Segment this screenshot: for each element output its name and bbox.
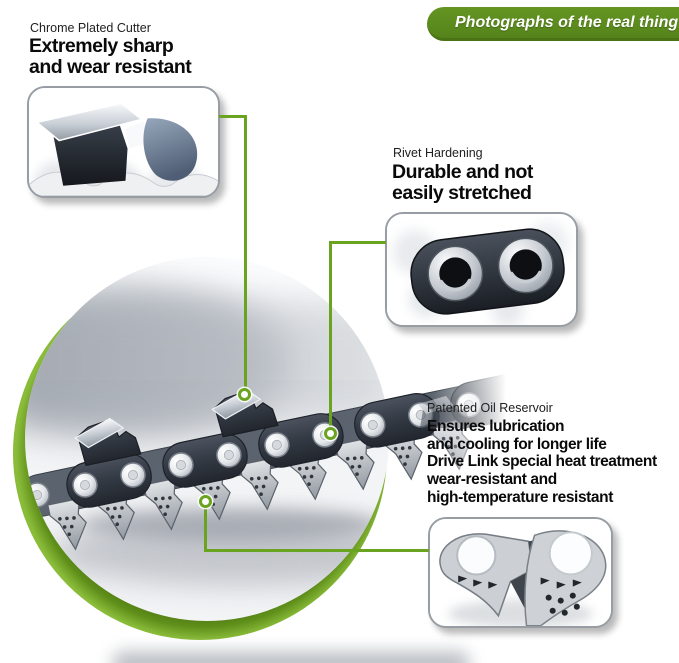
cutter-inset-frame [27, 86, 220, 198]
rivet-callout-label: Rivet Hardening [393, 146, 483, 160]
heading-line: Drive Link special heat treatment [427, 453, 657, 471]
heading-line: wear-resistant and [427, 471, 557, 489]
oil-reservoir-leader-line-vertical [204, 507, 207, 552]
heading-line: high-temperature resistant [427, 488, 613, 506]
heading-line: easily stretched [392, 182, 532, 204]
heading-line: and cooling for longer life [427, 435, 607, 453]
rivet-callout-point-icon [324, 427, 337, 440]
rivet-inset-frame [385, 212, 578, 327]
cutter-leader-line-horizontal [219, 115, 247, 118]
oil-reservoir-callout-point-icon [199, 495, 212, 508]
ribbon-banner: Photographs of the real thing [427, 7, 679, 41]
heading-line: Extremely sharp [29, 35, 174, 57]
oil-reservoir-inset-frame [428, 517, 613, 628]
cutter-inset-photo [29, 88, 218, 196]
heading-line: Ensures lubrication [427, 418, 565, 435]
oil-reservoir-callout-heading: Ensures lubrication and cooling for long… [427, 418, 657, 507]
cutter-callout-heading: Extremely sharp and wear resistant [29, 35, 192, 78]
rivet-leader-line-horizontal [329, 241, 386, 244]
oil-reservoir-leader-line-horizontal [204, 549, 429, 552]
cutter-callout-label: Chrome Plated Cutter [30, 21, 151, 35]
oil-reservoir-callout-label: Patented Oil Reservoir [427, 401, 553, 415]
cutter-leader-line-vertical [244, 115, 247, 390]
ribbon-banner-label: Photographs of the real thing [455, 13, 679, 31]
heading-line: Durable and not [392, 161, 533, 183]
bottom-shadow [112, 651, 470, 663]
rivet-leader-line-vertical [329, 241, 332, 428]
cutter-callout-point-icon [238, 388, 251, 401]
oil-reservoir-inset-photo [430, 519, 611, 626]
heading-line: and wear resistant [29, 56, 192, 78]
rivet-callout-heading: Durable and not easily stretched [392, 162, 533, 204]
rivet-inset-photo [387, 214, 576, 325]
